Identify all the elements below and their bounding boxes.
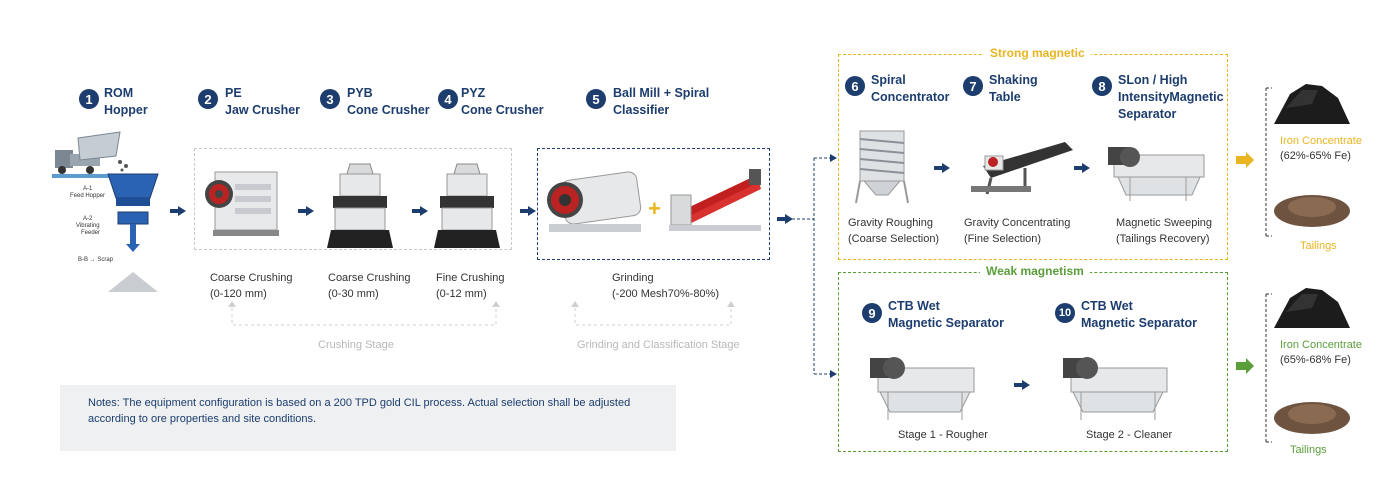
step-number: 7	[963, 76, 983, 96]
step-number: 6	[845, 76, 865, 96]
caption-table: Gravity Concentrating(Fine Selection)	[964, 217, 1071, 245]
crushing-stage-label: Crushing Stage	[318, 339, 394, 351]
step-number: 3	[320, 89, 340, 109]
rom-hopper-illustration: A-1 Feed Hopper A-2 Vibrating Feeder B-B…	[52, 131, 159, 292]
caption-jaw: Coarse Crushing(0-120 mm)	[210, 272, 293, 300]
label-a2b: Vibrating	[76, 223, 100, 229]
cone-crusher-1-illustration	[327, 163, 393, 248]
caption-ctb2: Stage 2 - Cleaner	[1086, 429, 1173, 441]
step-number: 5	[586, 89, 606, 109]
iron-concentrate-pile-icon	[1274, 84, 1350, 124]
weak-output-connector	[1236, 293, 1272, 443]
flow-arrow	[934, 163, 950, 173]
label-a2: A-2	[83, 216, 93, 222]
crushing-stage-box	[194, 148, 512, 250]
flow-arrow	[298, 206, 314, 216]
step-number: 1	[79, 89, 99, 109]
flow-arrow	[170, 206, 186, 216]
grinding-stage-box	[537, 148, 770, 260]
weak-concentrate-label: Iron Concentrate(65%-68% Fe)	[1280, 339, 1362, 366]
step-number: 2	[198, 89, 218, 109]
caption-cone2: Fine Crushing(0-12 mm)	[436, 272, 505, 300]
flow-arrow	[1074, 163, 1090, 173]
cone-crusher-2-illustration	[434, 163, 500, 248]
tailings-pile-icon	[1274, 402, 1350, 434]
strong-magnetic-label: Strong magnetic	[984, 46, 1091, 60]
caption-ctb1: Stage 1 - Rougher	[898, 429, 988, 441]
flow-arrow	[520, 206, 536, 216]
caption-grinding: Grinding(-200 Mesh70%-80%)	[612, 272, 719, 300]
step-number: 9	[862, 303, 882, 323]
strong-concentrate-label: Iron Concentrate(62%-65% Fe)	[1280, 135, 1362, 162]
branch-connector	[792, 154, 837, 378]
spiral-classifier-illustration	[669, 169, 761, 231]
ctb-separator-1-illustration	[870, 357, 975, 420]
ctb-separator-2-illustration	[1063, 357, 1168, 420]
label-a2c: Feeder	[81, 230, 100, 236]
label-b: B-B → Scrap	[78, 257, 114, 263]
step-number: 4	[438, 89, 458, 109]
caption-cone1: Coarse Crushing(0-30 mm)	[328, 272, 411, 300]
grinding-stage-bracket	[571, 301, 735, 326]
iron-concentrate-pile-icon	[1274, 288, 1350, 328]
plus-sign: +	[648, 196, 661, 221]
flow-arrow	[777, 214, 793, 224]
step-number: 10	[1055, 303, 1075, 323]
flow-arrow	[412, 206, 428, 216]
strong-output-connector	[1236, 87, 1272, 237]
step-number: 8	[1092, 76, 1112, 96]
ball-mill-illustration	[547, 171, 642, 232]
jaw-crusher-illustration	[205, 171, 279, 236]
flow-arrow	[1014, 380, 1030, 390]
label-a1b: Feed Hopper	[70, 193, 105, 199]
tailings-pile-icon	[1274, 195, 1350, 227]
slon-separator-illustration	[1108, 147, 1205, 201]
label-a1: A-1	[83, 186, 93, 192]
shaking-table-illustration	[971, 142, 1073, 195]
caption-spiral: Gravity Roughing(Coarse Selection)	[848, 217, 940, 245]
strong-tailings-label: Tailings	[1300, 240, 1337, 252]
spiral-concentrator-illustration	[855, 130, 909, 204]
weak-tailings-label: Tailings	[1290, 444, 1327, 456]
caption-slon: Magnetic Sweeping(Tailings Recovery)	[1116, 217, 1213, 245]
weak-magnetism-label: Weak magnetism	[980, 264, 1090, 278]
notes-box: Notes: The equipment configuration is ba…	[60, 385, 676, 451]
grinding-stage-label: Grinding and Classification Stage	[577, 339, 740, 351]
crushing-stage-bracket	[228, 301, 500, 326]
